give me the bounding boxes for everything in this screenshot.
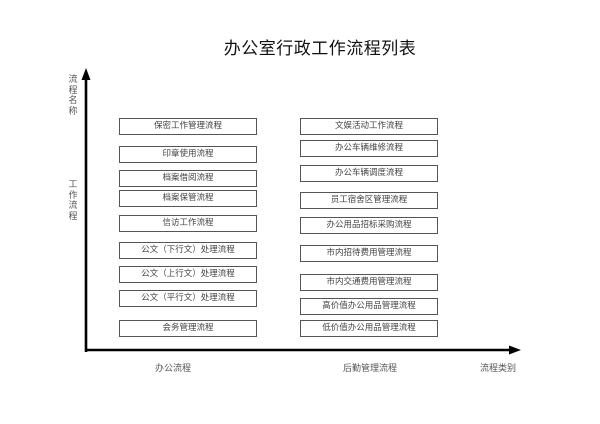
y-axis-label-mid: 工作流程 xyxy=(68,180,78,222)
process-box-logistics-4: 员工宿舍区管理流程 xyxy=(300,192,438,209)
process-box-logistics-5: 办公用品招标采购流程 xyxy=(300,217,438,234)
y-axis-arrow-icon xyxy=(81,68,91,80)
page-title: 办公室行政工作流程列表 xyxy=(0,34,600,59)
process-box-logistics-6: 市内招待费用管理流程 xyxy=(300,245,438,262)
y-axis-label-top: 流程名称 xyxy=(68,75,78,117)
x-axis-label: 流程类别 xyxy=(480,364,517,374)
process-box-office-5: 信访工作流程 xyxy=(119,215,257,232)
process-box-office-8: 公文（平行文）处理流程 xyxy=(119,290,257,307)
process-box-logistics-3: 办公车辆调度流程 xyxy=(300,165,438,182)
process-box-logistics-1: 文娱活动工作流程 xyxy=(300,118,438,135)
title-text: 办公室行政工作流程列表 xyxy=(223,39,417,59)
x-category-logistics: 后勤管理流程 xyxy=(343,364,398,374)
process-box-logistics-2: 办公车辆维修流程 xyxy=(300,140,438,157)
process-box-logistics-7: 市内交通费用管理流程 xyxy=(300,274,438,291)
process-box-office-3: 档案借阅流程 xyxy=(119,170,257,187)
process-box-office-9: 会务管理流程 xyxy=(119,320,257,337)
x-category-office: 办公流程 xyxy=(155,364,192,374)
process-box-logistics-8: 高价值办公用品管理流程 xyxy=(300,298,438,315)
x-axis-arrow-icon xyxy=(509,345,521,355)
process-box-office-1: 保密工作管理流程 xyxy=(119,118,257,135)
process-box-office-6: 公文（下行文）处理流程 xyxy=(119,242,257,259)
process-box-office-2: 印章使用流程 xyxy=(119,146,257,163)
process-box-logistics-9: 低价值办公用品管理流程 xyxy=(300,320,438,337)
process-box-office-4: 档案保管流程 xyxy=(119,190,257,207)
process-box-office-7: 公文（上行文）处理流程 xyxy=(119,266,257,283)
